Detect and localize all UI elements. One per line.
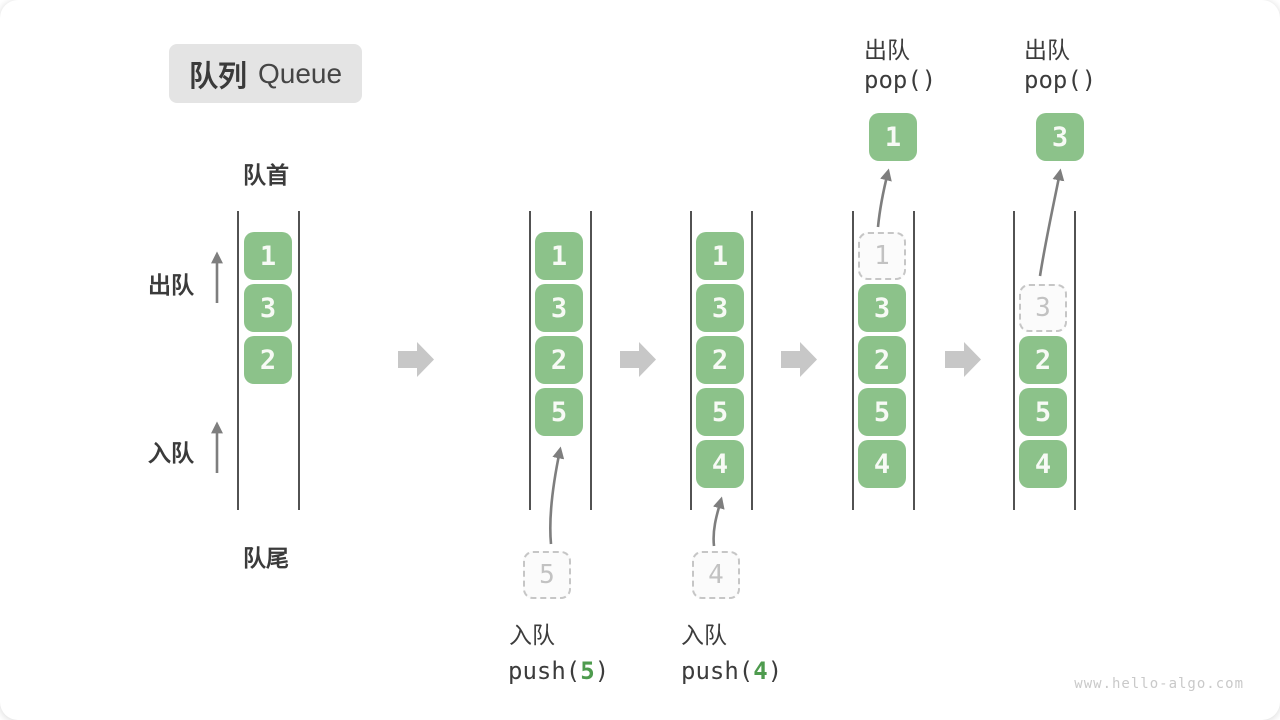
queue-item: 2: [244, 336, 292, 384]
channel-line: [529, 211, 531, 510]
queue-item: 5: [696, 388, 744, 436]
code-arg: 5: [580, 657, 595, 685]
queue-item: 3: [244, 284, 292, 332]
queue-item: 2: [696, 336, 744, 384]
code-arg: 4: [753, 657, 768, 685]
code-post: ): [767, 657, 783, 685]
queue-rear-label: 队尾: [243, 545, 289, 571]
dequeue-op-label: 出队: [864, 37, 910, 63]
flow-arrow-icon: [945, 342, 981, 377]
channel-line: [690, 211, 692, 510]
queue-item: 2: [858, 336, 906, 384]
ghost-item: 3: [1019, 284, 1067, 332]
dequeue-side-label: 出队: [148, 272, 194, 298]
channel-line: [751, 211, 753, 510]
queue-item: 5: [858, 388, 906, 436]
pop-code-label: pop(): [1024, 66, 1097, 94]
queue-item: 2: [1019, 336, 1067, 384]
push-4-arrow-icon: [712, 496, 725, 547]
channel-line: [852, 211, 854, 510]
channel-line: [1013, 211, 1015, 510]
pending-item: 4: [692, 551, 740, 599]
queue-item: 1: [535, 232, 583, 280]
push-code-label: push(4): [681, 657, 782, 685]
queue-item: 4: [858, 440, 906, 488]
channel-line: [237, 211, 239, 510]
flow-arrow-icon: [398, 342, 434, 377]
title-zh: 队列: [188, 60, 247, 93]
enqueue-op-label: 入队: [509, 622, 555, 648]
pop-3-arrow-icon: [1038, 168, 1065, 277]
push-5-arrow-icon: [549, 446, 565, 545]
channel-line: [590, 211, 592, 510]
popped-item: 3: [1036, 113, 1084, 161]
enqueue-side-label: 入队: [148, 440, 194, 466]
dequeue-op-label: 出队: [1024, 37, 1070, 63]
queue-item: 1: [696, 232, 744, 280]
ghost-item: 1: [858, 232, 906, 280]
queue-front-label: 队首: [243, 162, 289, 188]
enqueue-op-label: 入队: [681, 622, 727, 648]
title-box: 队列 Queue: [169, 44, 362, 103]
pending-item: 5: [523, 551, 571, 599]
queue-item: 5: [1019, 388, 1067, 436]
pop-code-label: pop(): [864, 66, 937, 94]
pop-1-arrow-icon: [876, 168, 892, 228]
flow-arrow-icon: [781, 342, 817, 377]
queue-item: 2: [535, 336, 583, 384]
channel-line: [1074, 211, 1076, 510]
push-code-label: push(5): [508, 657, 609, 685]
channel-line: [298, 211, 300, 510]
channel-line: [913, 211, 915, 510]
title-en: Queue: [257, 57, 343, 89]
queue-item: 4: [696, 440, 744, 488]
code-post: ): [594, 657, 610, 685]
queue-item: 3: [858, 284, 906, 332]
popped-item: 1: [869, 113, 917, 161]
queue-item: 3: [696, 284, 744, 332]
code-pre: push(: [681, 657, 754, 685]
watermark: www.hello-algo.com: [1074, 676, 1244, 692]
flow-arrow-icon: [620, 342, 656, 377]
queue-item: 3: [535, 284, 583, 332]
code-pre: push(: [508, 657, 581, 685]
queue-item: 4: [1019, 440, 1067, 488]
queue-item: 5: [535, 388, 583, 436]
queue-item: 1: [244, 232, 292, 280]
